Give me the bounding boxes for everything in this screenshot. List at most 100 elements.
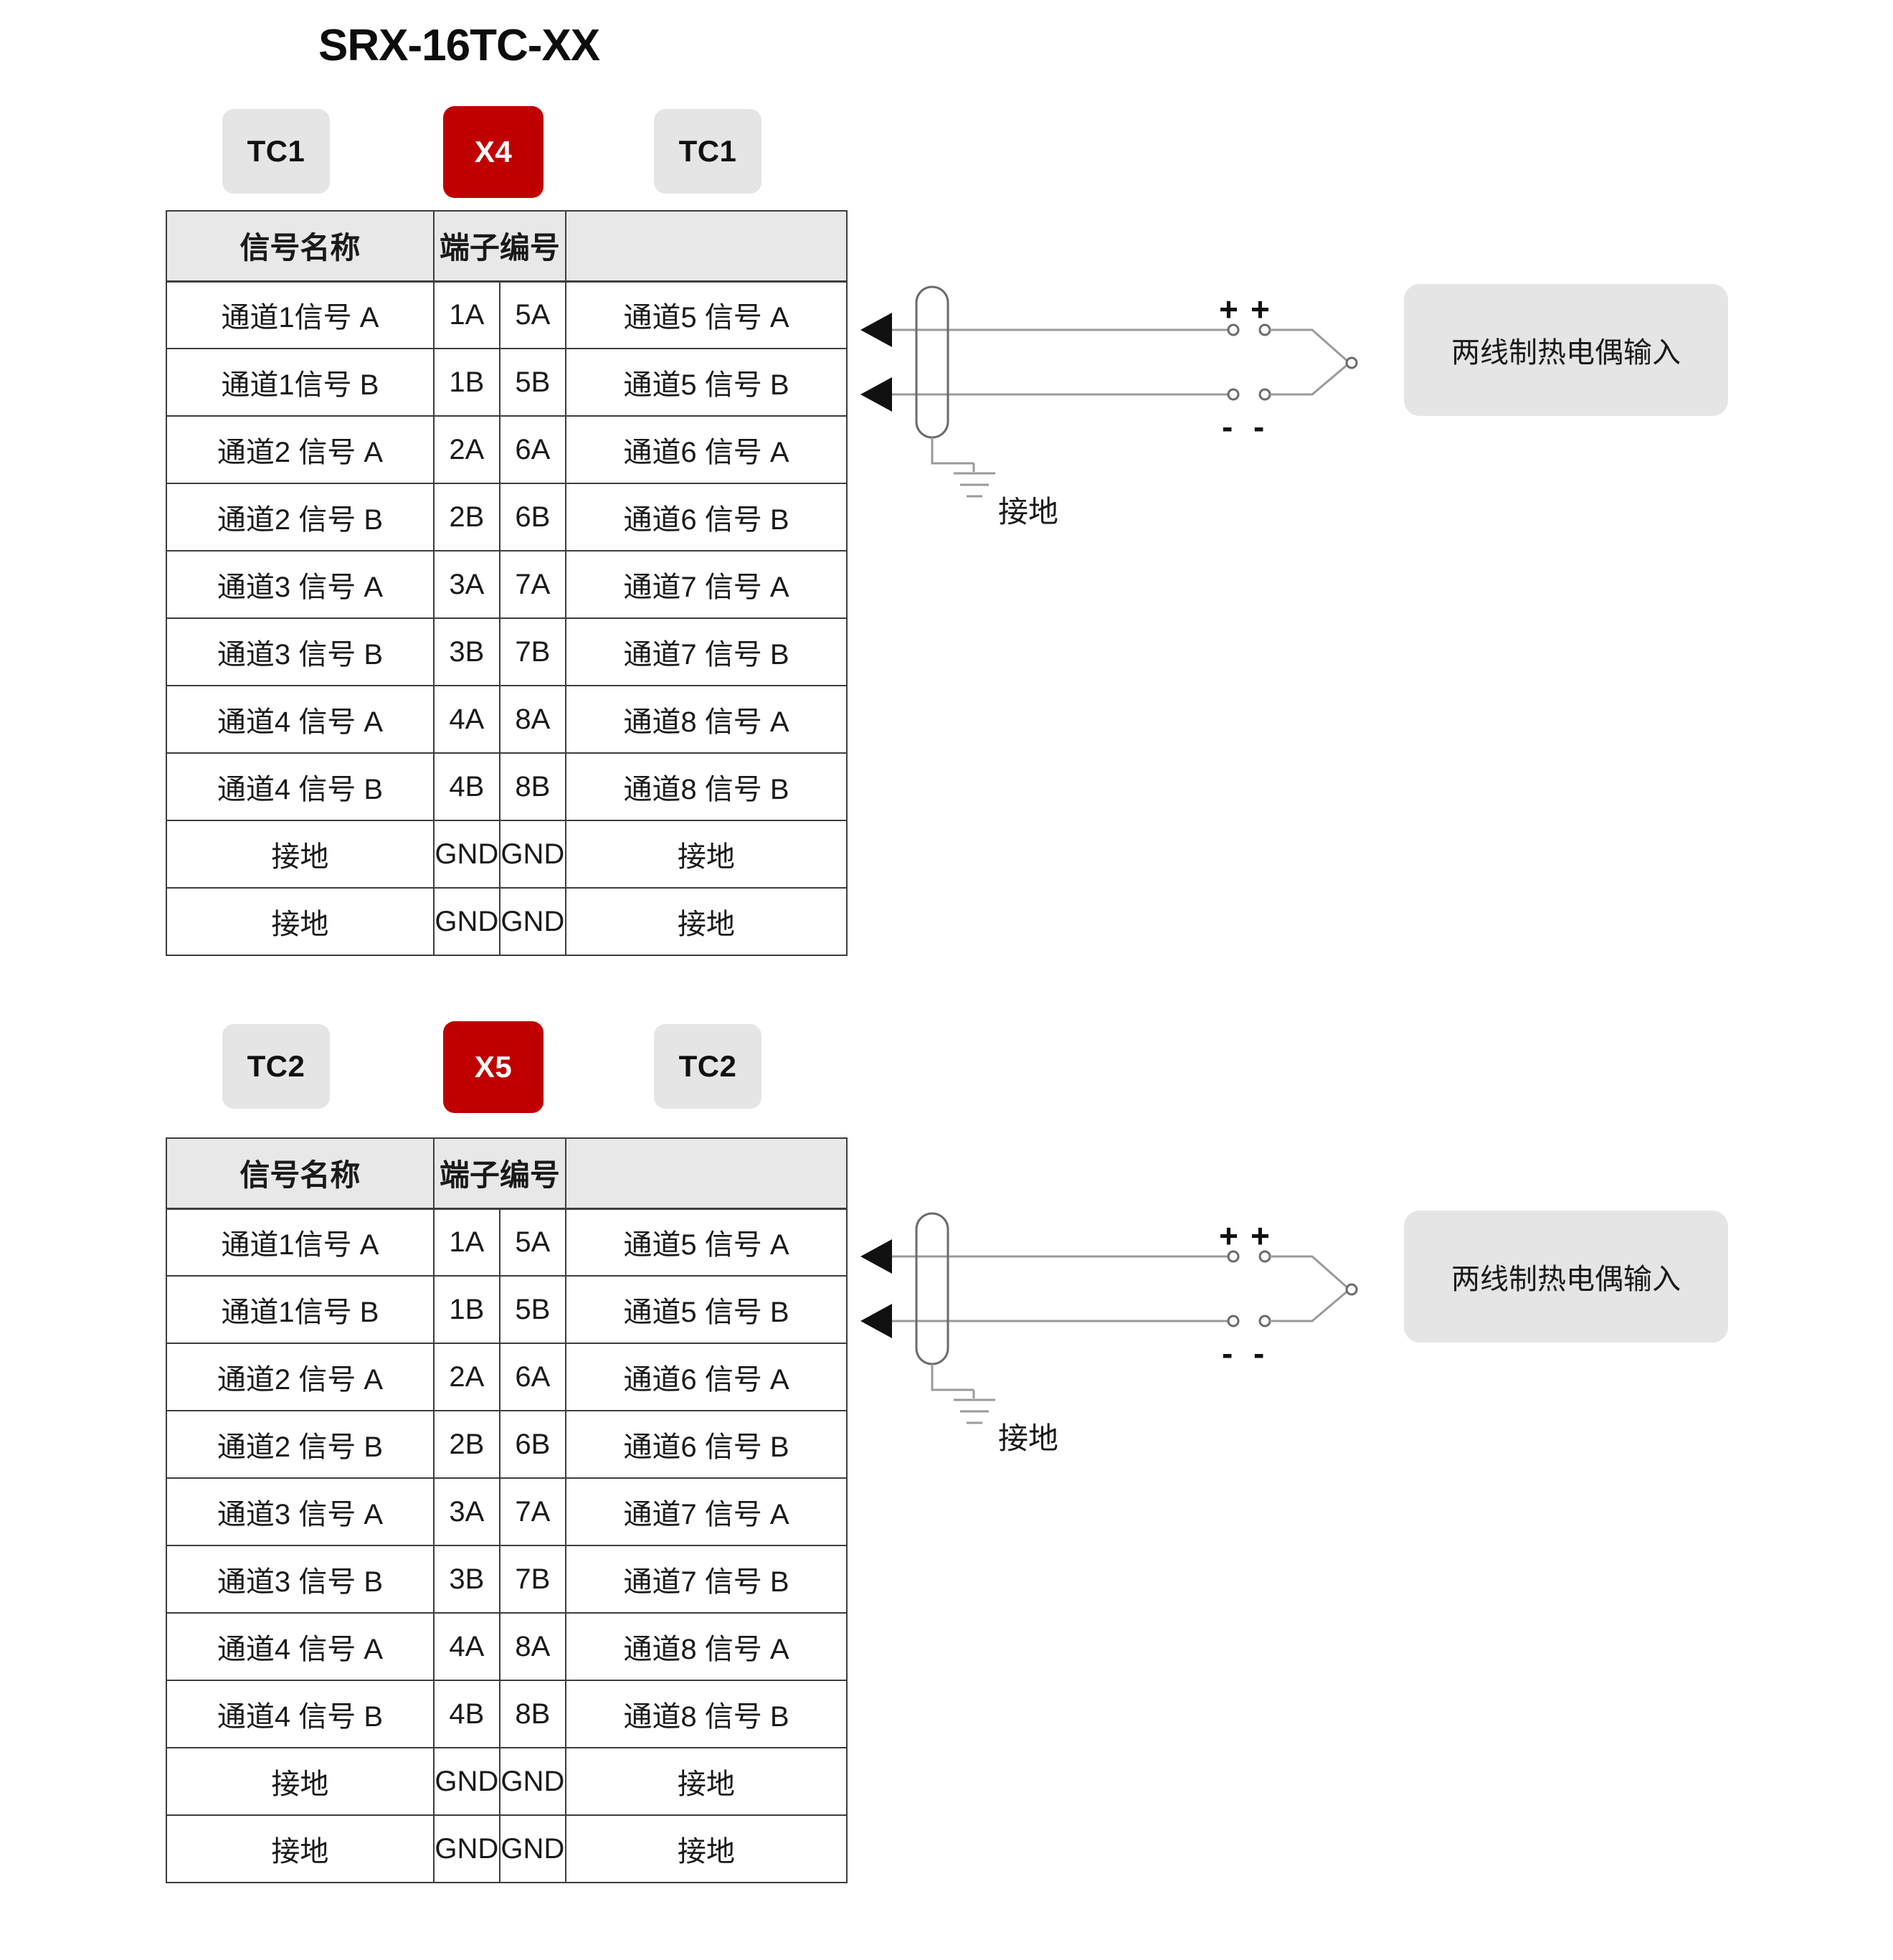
cell-left-terminal: 3A <box>432 550 500 619</box>
arrow-lower-icon <box>860 377 892 412</box>
cell-left-terminal: 2B <box>432 483 500 551</box>
cell-right-signal: 通道6 信号 B <box>564 1410 848 1479</box>
cell-left-terminal: 2A <box>432 1343 500 1411</box>
plus-sign-sensor-2: + <box>1251 1217 1270 1254</box>
cell-left-terminal: 4A <box>432 1612 500 1681</box>
thermocouple-lead-upper <box>1270 1255 1350 1291</box>
cell-right-terminal: 5B <box>498 348 566 417</box>
cell-right-signal: 通道6 信号 B <box>564 483 848 551</box>
arrow-upper-icon <box>860 313 892 347</box>
cell-left-terminal: GND <box>432 887 500 956</box>
thermocouple-junction-icon <box>1345 356 1358 369</box>
cell-right-signal: 通道7 信号 B <box>564 617 848 686</box>
wiring-diagram-2-svg <box>860 1212 1358 1424</box>
cell-right-terminal: 6B <box>498 1410 566 1479</box>
cell-left-signal: 通道4 信号 A <box>166 685 435 754</box>
cell-right-signal: 接地 <box>564 887 848 956</box>
cell-right-terminal: 5A <box>498 280 566 349</box>
arrow-upper-icon <box>860 1239 892 1274</box>
cell-left-signal: 通道3 信号 B <box>166 1545 435 1614</box>
cell-left-terminal: 3B <box>432 617 500 686</box>
cell-right-terminal: 6A <box>498 1343 566 1411</box>
ground-symbol-icon <box>954 1390 995 1424</box>
cell-left-terminal: 2B <box>432 1410 500 1479</box>
cell-left-signal: 接地 <box>166 1814 435 1883</box>
cell-right-signal: 接地 <box>564 1814 848 1883</box>
cell-right-signal: 通道8 信号 A <box>564 685 848 754</box>
chip-tc2-left: TC2 <box>222 1024 330 1109</box>
chip-x4: X4 <box>443 106 544 198</box>
cell-right-terminal: 6B <box>498 483 566 551</box>
cell-left-signal: 通道1信号 A <box>166 1208 435 1277</box>
cell-right-signal: 通道5 信号 B <box>564 1275 848 1344</box>
cell-right-terminal: 7A <box>498 1477 566 1546</box>
minus-sign-sensor-2: - <box>1253 1335 1265 1372</box>
chip-tc1-right: TC1 <box>654 109 762 194</box>
cell-left-signal: 通道1信号 A <box>166 280 435 349</box>
minus-sign-module-1: - <box>1222 408 1233 445</box>
cell-left-signal: 接地 <box>166 820 435 889</box>
minus-sign-sensor-1: - <box>1253 408 1265 445</box>
cell-right-terminal: 8B <box>498 1680 566 1748</box>
chip-tc2-right: TC2 <box>654 1024 762 1109</box>
cell-right-signal: 通道8 信号 B <box>564 752 848 821</box>
cell-right-signal: 通道8 信号 A <box>564 1612 848 1681</box>
chip-x5: X5 <box>443 1021 544 1113</box>
ground-label-1: 接地 <box>998 495 1059 529</box>
cell-left-terminal: 3B <box>432 1545 500 1614</box>
cell-left-signal: 接地 <box>166 887 435 956</box>
cell-right-signal: 通道5 信号 B <box>564 348 848 417</box>
cell-right-signal: 通道7 信号 B <box>564 1545 848 1614</box>
cell-right-terminal: 8B <box>498 752 566 821</box>
cell-right-terminal: GND <box>498 1814 566 1883</box>
table-header-row: 信号名称 端子编号 <box>166 1137 848 1210</box>
header-blank <box>564 210 848 283</box>
terminal-circle-module-plus <box>1227 323 1240 336</box>
cell-left-terminal: GND <box>432 1814 500 1883</box>
thermocouple-lead-lower <box>1270 1288 1350 1322</box>
cell-right-terminal: 6A <box>498 415 566 484</box>
terminal-circle-module-minus <box>1227 388 1240 401</box>
header-terminal-number: 端子编号 <box>432 1137 566 1210</box>
chip-tc1-left: TC1 <box>222 109 330 194</box>
shield-capsule-icon <box>915 285 949 439</box>
cell-left-terminal: 1A <box>432 1208 500 1277</box>
cell-right-signal: 通道6 信号 A <box>564 1343 848 1411</box>
ground-symbol-icon <box>954 463 995 498</box>
cell-right-signal: 通道7 信号 A <box>564 1477 848 1546</box>
cell-right-terminal: 8A <box>498 685 566 754</box>
cell-left-signal: 通道3 信号 A <box>166 550 435 619</box>
shield-ground-lead <box>931 1364 974 1391</box>
plus-sign-sensor-1: + <box>1251 290 1270 328</box>
header-signal-name: 信号名称 <box>166 1137 435 1210</box>
terminal-circle-sensor-minus <box>1258 388 1271 401</box>
cell-left-signal: 通道1信号 B <box>166 1275 435 1344</box>
table-header-row: 信号名称 端子编号 <box>166 210 848 283</box>
cell-right-terminal: GND <box>498 820 566 889</box>
plus-sign-module-2: + <box>1219 1217 1238 1254</box>
cell-left-signal: 通道2 信号 B <box>166 1410 435 1479</box>
cell-left-terminal: GND <box>432 1747 500 1816</box>
cell-right-signal: 接地 <box>564 1747 848 1816</box>
cell-left-signal: 通道4 信号 B <box>166 752 435 821</box>
terminal-circle-module-minus <box>1227 1315 1240 1327</box>
cell-left-signal: 通道4 信号 B <box>166 1680 435 1748</box>
cell-left-signal: 通道3 信号 A <box>166 1477 435 1546</box>
